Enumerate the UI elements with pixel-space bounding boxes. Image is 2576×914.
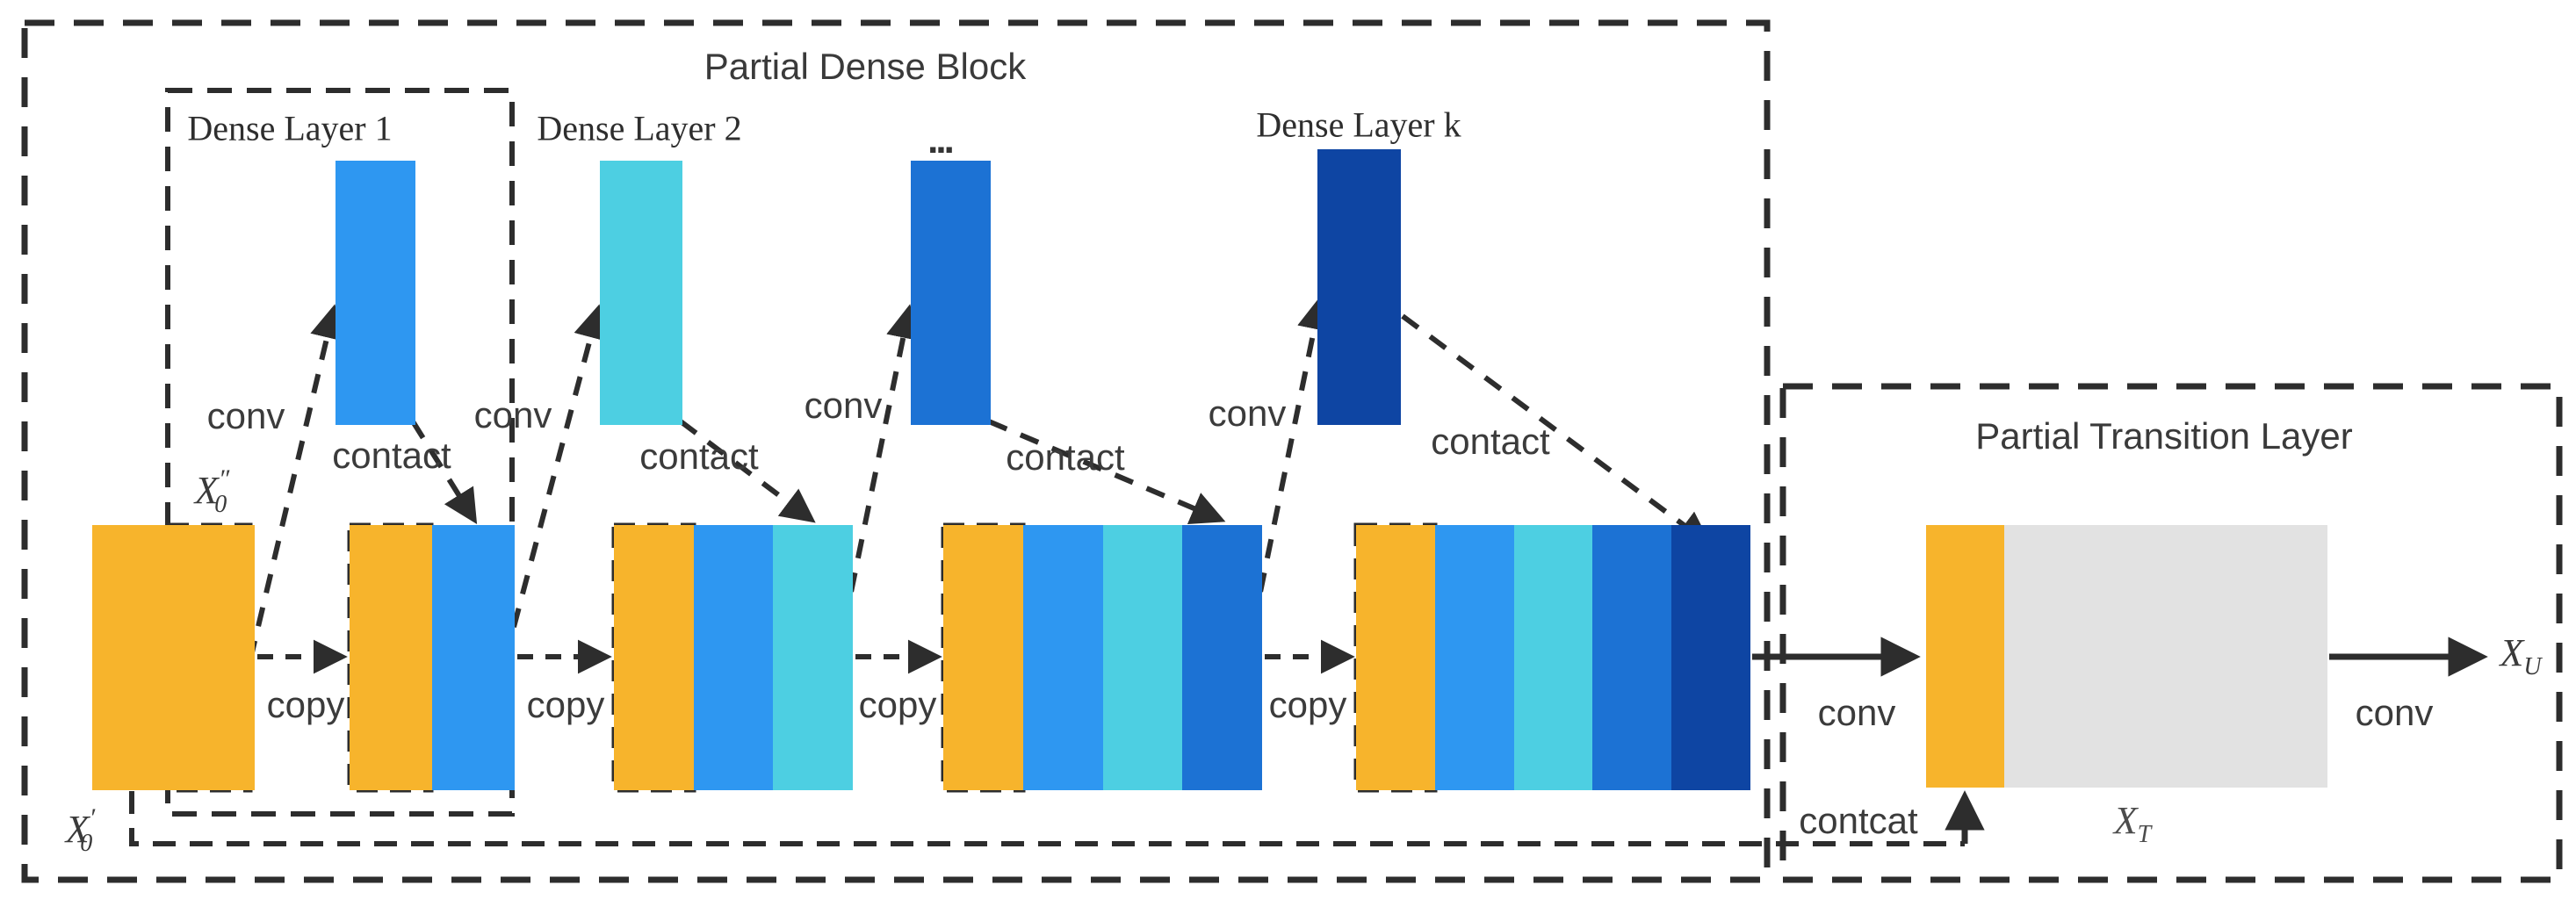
contact-arrow-2 — [679, 419, 816, 523]
contact-arrow-3 — [987, 419, 1226, 525]
contact-label-3: contact — [1006, 436, 1125, 478]
dense-layer-1-label: Dense Layer 1 — [187, 108, 393, 148]
xt-label: XT — [2113, 799, 2152, 848]
feature-group-1 — [92, 525, 255, 790]
feature-segment-gray — [2004, 525, 2327, 788]
conv-in-label: conv — [1817, 692, 1896, 733]
conv-label-1: conv — [206, 395, 285, 436]
feature-segment-royal — [1592, 525, 1672, 790]
conv-out-label: conv — [2355, 692, 2434, 733]
feature-segment-navy — [1671, 525, 1750, 790]
feature-segment-yellow — [1356, 525, 1435, 790]
contact-label-1: contact — [332, 435, 451, 476]
contact-label-2: contact — [639, 435, 759, 477]
dense-layer-2-bar — [600, 161, 682, 425]
copy-label-2: copy — [526, 684, 605, 725]
partial-dense-block-box — [21, 19, 1771, 883]
x0-first-part-bypass-path — [129, 791, 1965, 846]
copy-label-4: copy — [1268, 684, 1347, 725]
feature-segment-blue — [432, 525, 515, 790]
feature-segment-cyan — [1102, 525, 1183, 790]
x0-prime-label: X′0 — [65, 803, 96, 857]
dense-layer-1-box — [165, 88, 515, 817]
feature-segment-cyan — [773, 525, 854, 790]
conv-label-k: conv — [1208, 392, 1287, 434]
feature-segment-yellow — [350, 525, 432, 790]
dense-layer-2-label: Dense Layer 2 — [537, 108, 742, 148]
feature-group-3 — [614, 525, 854, 790]
xu-label: XU — [2500, 631, 2542, 680]
copy-label-1: copy — [266, 684, 345, 725]
feature-segment-yellow — [943, 525, 1023, 790]
feature-group-5 — [1356, 525, 1750, 790]
contact-label-k: contact — [1431, 421, 1550, 462]
feature-segment-blue — [1434, 525, 1514, 790]
transition-feature-block — [1926, 525, 2327, 788]
feature-segment-yellow — [1926, 525, 2004, 788]
feature-group-4 — [943, 525, 1262, 790]
conv-label-3: conv — [804, 385, 883, 426]
feature-segment-cyan — [1513, 525, 1593, 790]
dense-layer-3-bar — [911, 161, 991, 425]
feature-segment-royal — [1182, 525, 1262, 790]
dense-layer-1-bar — [336, 161, 415, 425]
x0-double-prime-label: X″0 — [194, 464, 230, 518]
partial-transition-layer-title: Partial Transition Layer — [1975, 415, 2353, 457]
dense-layer-k-label: Dense Layer k — [1256, 104, 1461, 145]
partial-dense-block-title: Partial Dense Block — [704, 46, 1027, 87]
ellipsis-label: ... — [927, 119, 955, 162]
contact-arrow-k — [1401, 313, 1712, 546]
feature-segment-blue — [693, 525, 774, 790]
feature-segment-blue — [1022, 525, 1103, 790]
feature-segment-yellow — [614, 525, 694, 790]
copy-label-3: copy — [858, 684, 937, 725]
feature-segment-yellow — [92, 525, 255, 790]
conv-label-2: conv — [473, 394, 552, 435]
contcat-label: contcat — [1799, 800, 1918, 841]
feature-group-2 — [350, 525, 515, 790]
dense-layer-k-bar — [1317, 149, 1401, 425]
